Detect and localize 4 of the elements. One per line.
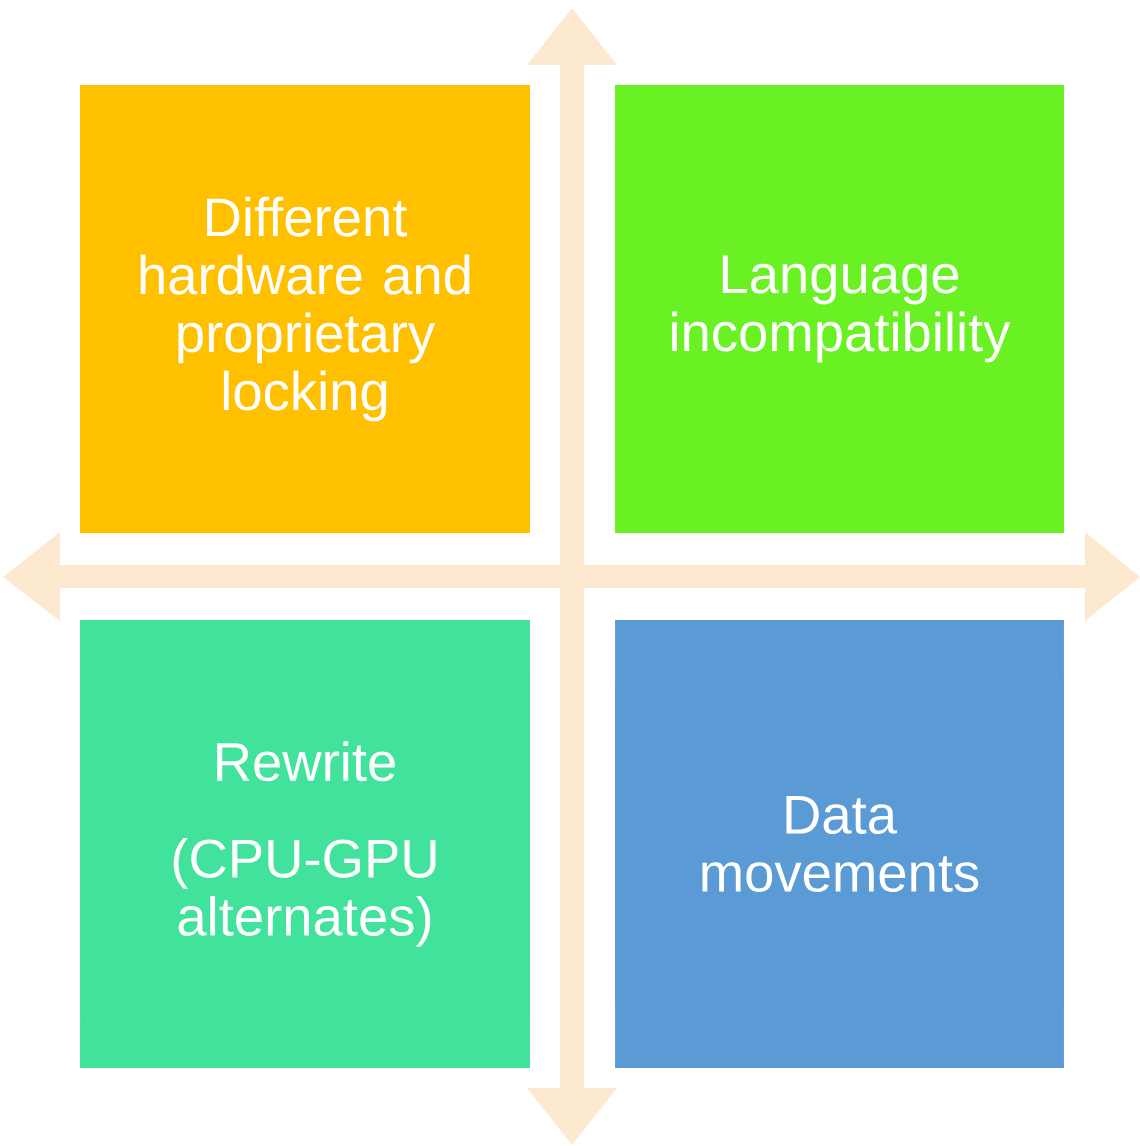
rounded-box: Data movements [615,620,1064,1068]
rounded-box: Rewrite (CPU-GPU alternates) [80,620,530,1068]
rounded-box: Language incompatibility [615,85,1064,533]
rounded-box: Different hardware and proprietary locking [80,85,530,533]
